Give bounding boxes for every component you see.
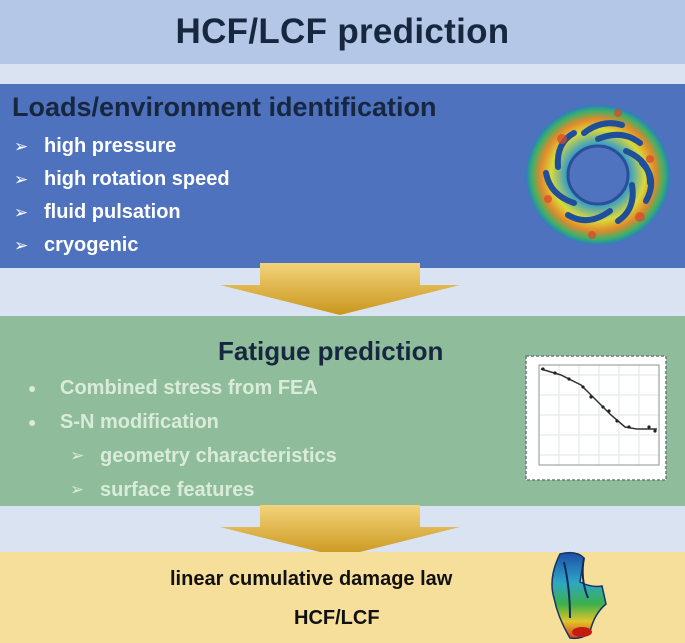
damage-result-label: HCF/LCF	[294, 607, 380, 629]
list-item: ➢ fluid pulsation	[14, 196, 230, 229]
list-item: ➢ high pressure	[14, 130, 230, 163]
blade-contour-image	[551, 551, 607, 640]
damage-law-label: linear cumulative damage law	[170, 568, 453, 590]
impeller-contour-image	[526, 105, 670, 245]
list-item-label: fluid pulsation	[44, 201, 181, 223]
list-item-label: cryogenic	[44, 234, 139, 256]
list-item: ➢ cryogenic	[14, 229, 230, 262]
list-item-label: geometry characteristics	[100, 444, 337, 467]
s-n-curve-image	[525, 355, 667, 481]
list-item: ➢ high rotation speed	[14, 163, 230, 196]
list-item: ➢ geometry characteristics	[28, 439, 337, 473]
list-item: ● S-N modification	[28, 405, 337, 439]
list-item: ➢ surface features	[28, 473, 337, 507]
fatigue-heading: Fatigue prediction	[218, 336, 444, 366]
dot-bullet-icon: ●	[28, 414, 37, 430]
arrow-bullet-icon: ➢	[14, 202, 29, 222]
list-item-label: high pressure	[44, 135, 177, 157]
loads-list: ➢ high pressure ➢ high rotation speed ➢ flu…	[14, 130, 230, 262]
arrow-bullet-icon: ➢	[70, 480, 85, 499]
arrow-bullet-icon: ➢	[70, 446, 85, 465]
down-arrow-icon	[220, 505, 460, 557]
dot-bullet-icon: ●	[28, 380, 37, 396]
list-item-label: surface features	[100, 478, 255, 501]
page-title: HCF/LCF prediction	[175, 12, 510, 51]
title-banner: HCF/LCF prediction	[0, 0, 685, 64]
arrow-bullet-icon: ➢	[14, 136, 29, 156]
fatigue-list: ● Combined stress from FEA ● S-N modificat…	[28, 371, 337, 507]
arrow-bullet-icon: ➢	[14, 169, 29, 189]
list-item: ● Combined stress from FEA	[28, 371, 337, 405]
arrow-bullet-icon: ➢	[14, 235, 29, 255]
list-item-label: S-N modification	[60, 410, 219, 433]
loads-heading: Loads/environment identification	[12, 92, 437, 122]
spacer-band	[0, 64, 685, 84]
list-item-label: high rotation speed	[44, 168, 230, 190]
list-item-label: Combined stress from FEA	[60, 376, 318, 399]
down-arrow-icon	[220, 263, 460, 315]
